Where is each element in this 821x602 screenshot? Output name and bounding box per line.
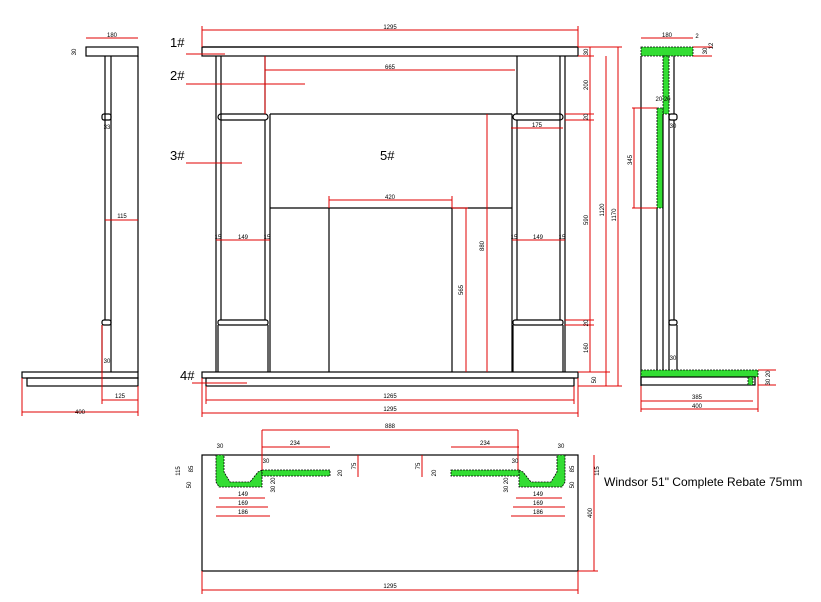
dim-depth: 85 <box>189 465 195 472</box>
dim-thick: 30 <box>558 444 565 450</box>
dim-hearth-depth: 400 <box>75 410 86 416</box>
dim-hearth-inner: 385 <box>692 395 703 401</box>
dim-width: 149 <box>238 492 249 498</box>
dim-capital: 30 <box>670 124 677 130</box>
dim-plan-width: 1295 <box>383 584 397 590</box>
dim-right: 590 <box>584 214 590 225</box>
dim-leg-side: 15 <box>264 235 271 241</box>
dim-1120: 1120 <box>600 203 606 217</box>
part-label-1: 1# <box>170 35 185 50</box>
dim-right: 20 <box>584 319 590 326</box>
dim-1170: 1170 <box>612 208 618 222</box>
dim-depth: 85 <box>570 465 576 472</box>
dim-hearth-depth: 400 <box>692 404 703 410</box>
dim-width: 149 <box>533 492 544 498</box>
dim-shelf-thick: 30 <box>703 47 709 54</box>
dim-leg-side: 15 <box>511 235 518 241</box>
dim-frieze: 665 <box>385 65 396 71</box>
dim-right: 20 <box>584 113 590 120</box>
part-label-2: 2# <box>170 68 185 83</box>
dim-step: 30 20 <box>271 477 277 493</box>
dim-depth: 50 <box>187 481 193 488</box>
dim-strip-height: 345 <box>628 154 634 165</box>
drawing-title: Windsor 51" Complete Rebate 75mm <box>604 475 802 489</box>
part-label-3: 3# <box>170 148 185 163</box>
dim-step: 30 20 <box>504 477 510 493</box>
dim-shelf-thickness: 30 <box>72 48 78 55</box>
dim-gap: 2 <box>695 34 699 40</box>
dim-depth: 50 <box>570 481 576 488</box>
dim-width: 169 <box>533 501 544 507</box>
dim-rebate: 75 <box>352 462 358 469</box>
dim-thick: 30 <box>217 444 224 450</box>
dim-opening-height: 880 <box>480 240 486 251</box>
part-label-4: 4# <box>180 368 195 383</box>
dim-right: 200 <box>584 79 590 90</box>
part-label-5: 5# <box>380 148 395 163</box>
dim-hearth-inner: 1265 <box>383 394 397 400</box>
dim-shelf-depth: 180 <box>662 33 673 39</box>
dim-rebate: 20 <box>432 469 438 476</box>
dim-width: 169 <box>238 501 249 507</box>
dim-right: 30 <box>584 48 590 55</box>
dim-leg-side: 15 <box>559 235 566 241</box>
dim-overall-width: 1295 <box>383 25 397 31</box>
plan-view: 888 234 234 30 30 30 30 115 85 50 115 85… <box>176 424 601 594</box>
dim-firebox-height: 565 <box>459 284 465 295</box>
dim-hearth-width: 1295 <box>383 407 397 413</box>
dim-inner: 30 <box>512 459 519 465</box>
dim-depth: 115 <box>176 466 182 476</box>
dim-strip: 20 20 <box>655 97 671 103</box>
dim-width: 186 <box>533 510 544 516</box>
hearth <box>201 371 579 379</box>
dim-plan-depth: 400 <box>588 507 594 518</box>
front-view: 1# 2# 3# 4# 5# 1295 665 175 420 15 149 1… <box>170 25 622 417</box>
dim-depth: 115 <box>595 466 601 476</box>
dim-shelf-thick2: 12 <box>709 42 715 49</box>
mantel-shelf <box>201 46 579 57</box>
dim-right: 160 <box>584 342 590 353</box>
dim-plinth: 30 <box>670 356 677 362</box>
dim-opening: 420 <box>385 195 396 201</box>
right-section-view: 180 2 30 12 20 20 345 30 30 30 20 385 40… <box>628 33 776 412</box>
dim-leg-side: 15 <box>215 235 222 241</box>
dim-capital: 175 <box>532 123 543 129</box>
dim-hearth-thick: 30 20 <box>766 370 772 386</box>
dim-inner: 30 <box>263 459 270 465</box>
dim-right: 50 <box>592 376 598 383</box>
dim-rebate-span: 888 <box>385 424 396 430</box>
dim-return: 234 <box>290 441 301 447</box>
dim-width: 186 <box>238 510 249 516</box>
dim-leg-depth: 115 <box>117 214 127 220</box>
dim-rebate: 20 <box>338 469 344 476</box>
dim-shelf-depth: 180 <box>107 33 118 39</box>
dim-plinth: 30 <box>104 359 111 365</box>
dim-rebate: 75 <box>416 462 422 469</box>
dim-return: 234 <box>480 441 491 447</box>
left-side-view: 180 30 33 115 30 125 400 <box>21 33 139 416</box>
dim-leg-width: 149 <box>533 235 544 241</box>
dim-capital: 33 <box>104 125 111 131</box>
dim-leg-width: 149 <box>238 235 249 241</box>
dim-hearth-offset: 125 <box>115 394 126 400</box>
